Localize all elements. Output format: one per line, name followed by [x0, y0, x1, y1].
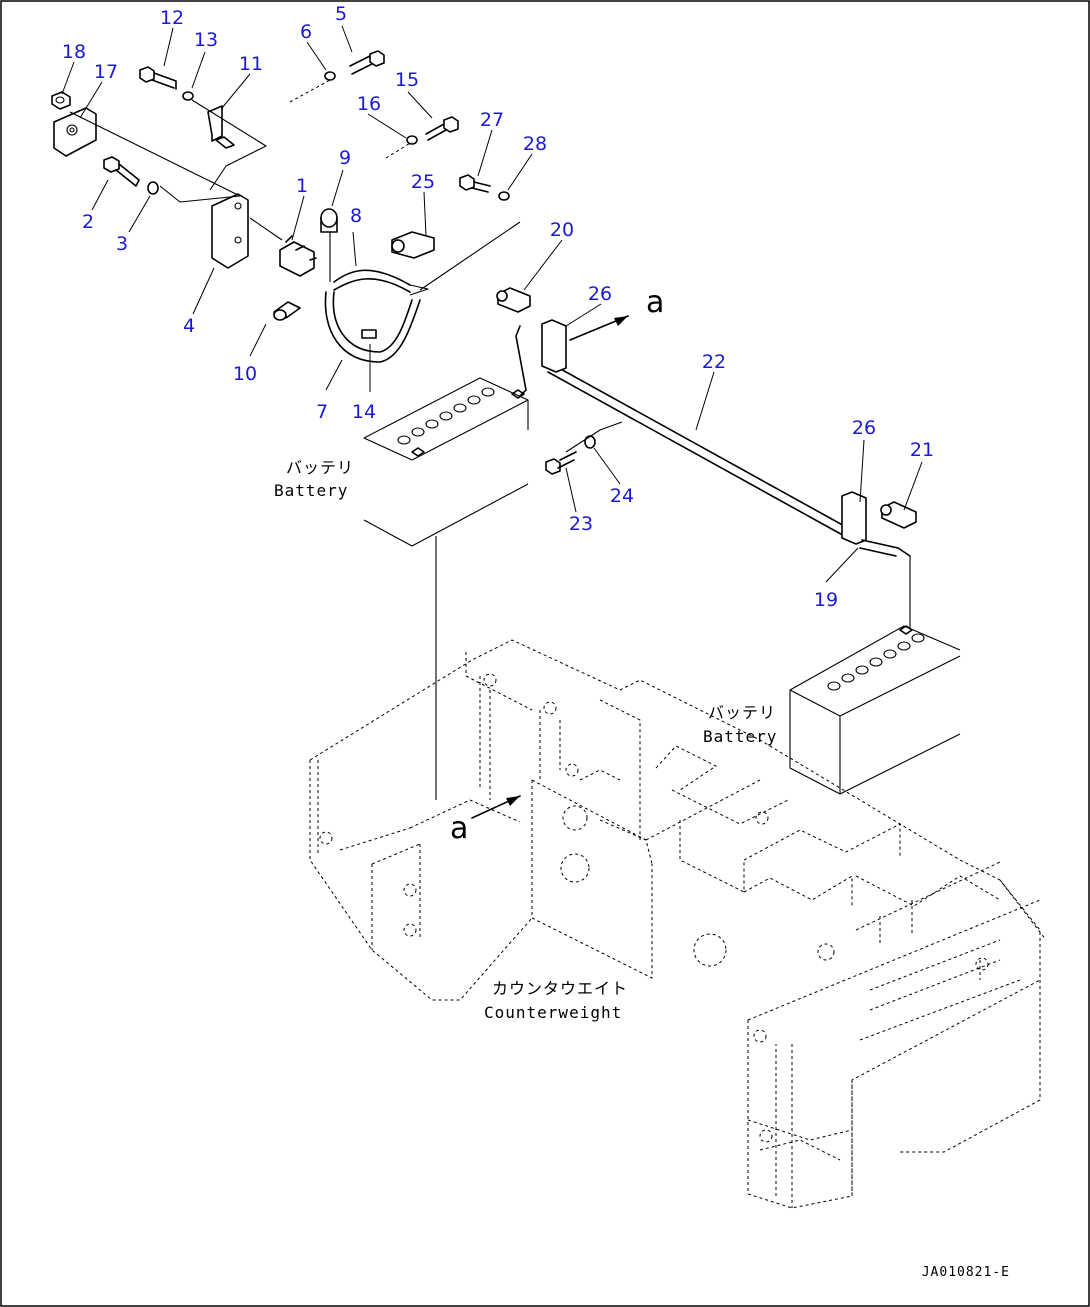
- callout-26-left[interactable]: 26: [588, 283, 612, 305]
- hook-rod-left: [515, 325, 527, 397]
- part-18-nut[interactable]: [51, 91, 71, 110]
- callout-6[interactable]: 6: [300, 21, 312, 43]
- part-3-washer[interactable]: [147, 181, 159, 195]
- callout-26-right[interactable]: 26: [852, 417, 876, 439]
- counterweight-frame: [309, 639, 1047, 1209]
- callout-18[interactable]: 18: [62, 41, 86, 63]
- battery-lower-label-en: Battery: [703, 727, 777, 746]
- callout-9[interactable]: 9: [339, 147, 351, 169]
- callout-12[interactable]: 12: [160, 7, 184, 29]
- part-2-bolt[interactable]: [103, 156, 140, 187]
- part-17-cover[interactable]: [53, 107, 97, 157]
- part-26-clamp-left[interactable]: [541, 319, 567, 373]
- callout-2[interactable]: 2: [82, 211, 94, 233]
- part-1-relay[interactable]: [279, 235, 317, 277]
- callout-21[interactable]: 21: [910, 439, 934, 461]
- callout-19[interactable]: 19: [814, 589, 838, 611]
- counterweight-label-jp: カウンタウエイト: [492, 979, 628, 998]
- part-5-bolt[interactable]: [349, 50, 385, 75]
- callout-25[interactable]: 25: [411, 171, 435, 193]
- battery-lower-label-jp: バッテリ: [708, 703, 776, 722]
- part-8-cable[interactable]: [333, 269, 429, 296]
- callout-13[interactable]: 13: [194, 29, 218, 51]
- view-arrow-upper: [569, 315, 629, 341]
- part-7-cable[interactable]: [324, 291, 421, 363]
- part-23-bolt[interactable]: [545, 451, 577, 475]
- callout-8[interactable]: 8: [350, 205, 362, 227]
- callout-labels: 1 2 3 4 5 6 7 8 9 10 11 12 13 14 15 16 1…: [62, 3, 934, 611]
- part-21-nut[interactable]: [880, 501, 917, 529]
- battery-upper-label-en: Battery: [274, 481, 348, 500]
- relay-assembly: [51, 50, 521, 363]
- callout-24[interactable]: 24: [610, 485, 634, 507]
- part-13-washer[interactable]: [182, 91, 194, 101]
- callout-28[interactable]: 28: [523, 133, 547, 155]
- callout-1[interactable]: 1: [296, 175, 308, 197]
- callout-15[interactable]: 15: [395, 69, 419, 91]
- callout-5[interactable]: 5: [335, 3, 347, 25]
- battery-lower: [789, 625, 961, 795]
- part-22-bar[interactable]: [543, 361, 849, 539]
- callout-23[interactable]: 23: [569, 513, 593, 535]
- callout-27[interactable]: 27: [480, 109, 504, 131]
- counterweight-label-en: Counterweight: [484, 1003, 622, 1022]
- part-20-nut[interactable]: [496, 287, 531, 313]
- drawing-number: JA010821-E: [922, 1265, 1010, 1280]
- callout-17[interactable]: 17: [94, 61, 118, 83]
- part-9-cap[interactable]: [320, 208, 338, 233]
- view-mark-lower: a: [450, 811, 468, 846]
- callout-20[interactable]: 20: [550, 219, 574, 241]
- part-28-washer[interactable]: [498, 191, 510, 201]
- part-19-cable[interactable]: [859, 539, 911, 628]
- callout-16[interactable]: 16: [357, 93, 381, 115]
- part-10-boot[interactable]: [273, 301, 301, 321]
- callout-4[interactable]: 4: [183, 315, 195, 337]
- callout-11[interactable]: 11: [239, 53, 263, 75]
- part-6-washer[interactable]: [324, 71, 336, 81]
- callout-10[interactable]: 10: [233, 363, 257, 385]
- part-4-mount-plate[interactable]: [211, 193, 249, 269]
- part-27-bolt[interactable]: [459, 174, 491, 193]
- view-mark-upper: a: [646, 285, 664, 320]
- assembly-line: [69, 111, 241, 197]
- callout-3[interactable]: 3: [116, 233, 128, 255]
- battery-upper-label-jp: バッテリ: [286, 458, 354, 477]
- part-24-washer[interactable]: [584, 435, 596, 449]
- callout-14[interactable]: 14: [352, 401, 376, 423]
- part-15-bolt[interactable]: [425, 116, 459, 141]
- callout-22[interactable]: 22: [702, 351, 726, 373]
- battery-upper: [363, 377, 529, 547]
- counterweight-holes: [319, 673, 989, 1143]
- view-arrow-lower: [471, 795, 521, 819]
- callout-7[interactable]: 7: [316, 401, 328, 423]
- part-12-bolt[interactable]: [139, 66, 177, 90]
- text-labels: バッテリ Battery バッテリ Battery カウンタウエイト Count…: [274, 285, 1010, 1280]
- part-25-terminal[interactable]: [391, 231, 435, 259]
- part-16-washer[interactable]: [406, 135, 418, 145]
- part-11-bracket[interactable]: [207, 105, 235, 149]
- callouts: [61, 25, 923, 583]
- part-26-clamp-right[interactable]: [841, 491, 867, 545]
